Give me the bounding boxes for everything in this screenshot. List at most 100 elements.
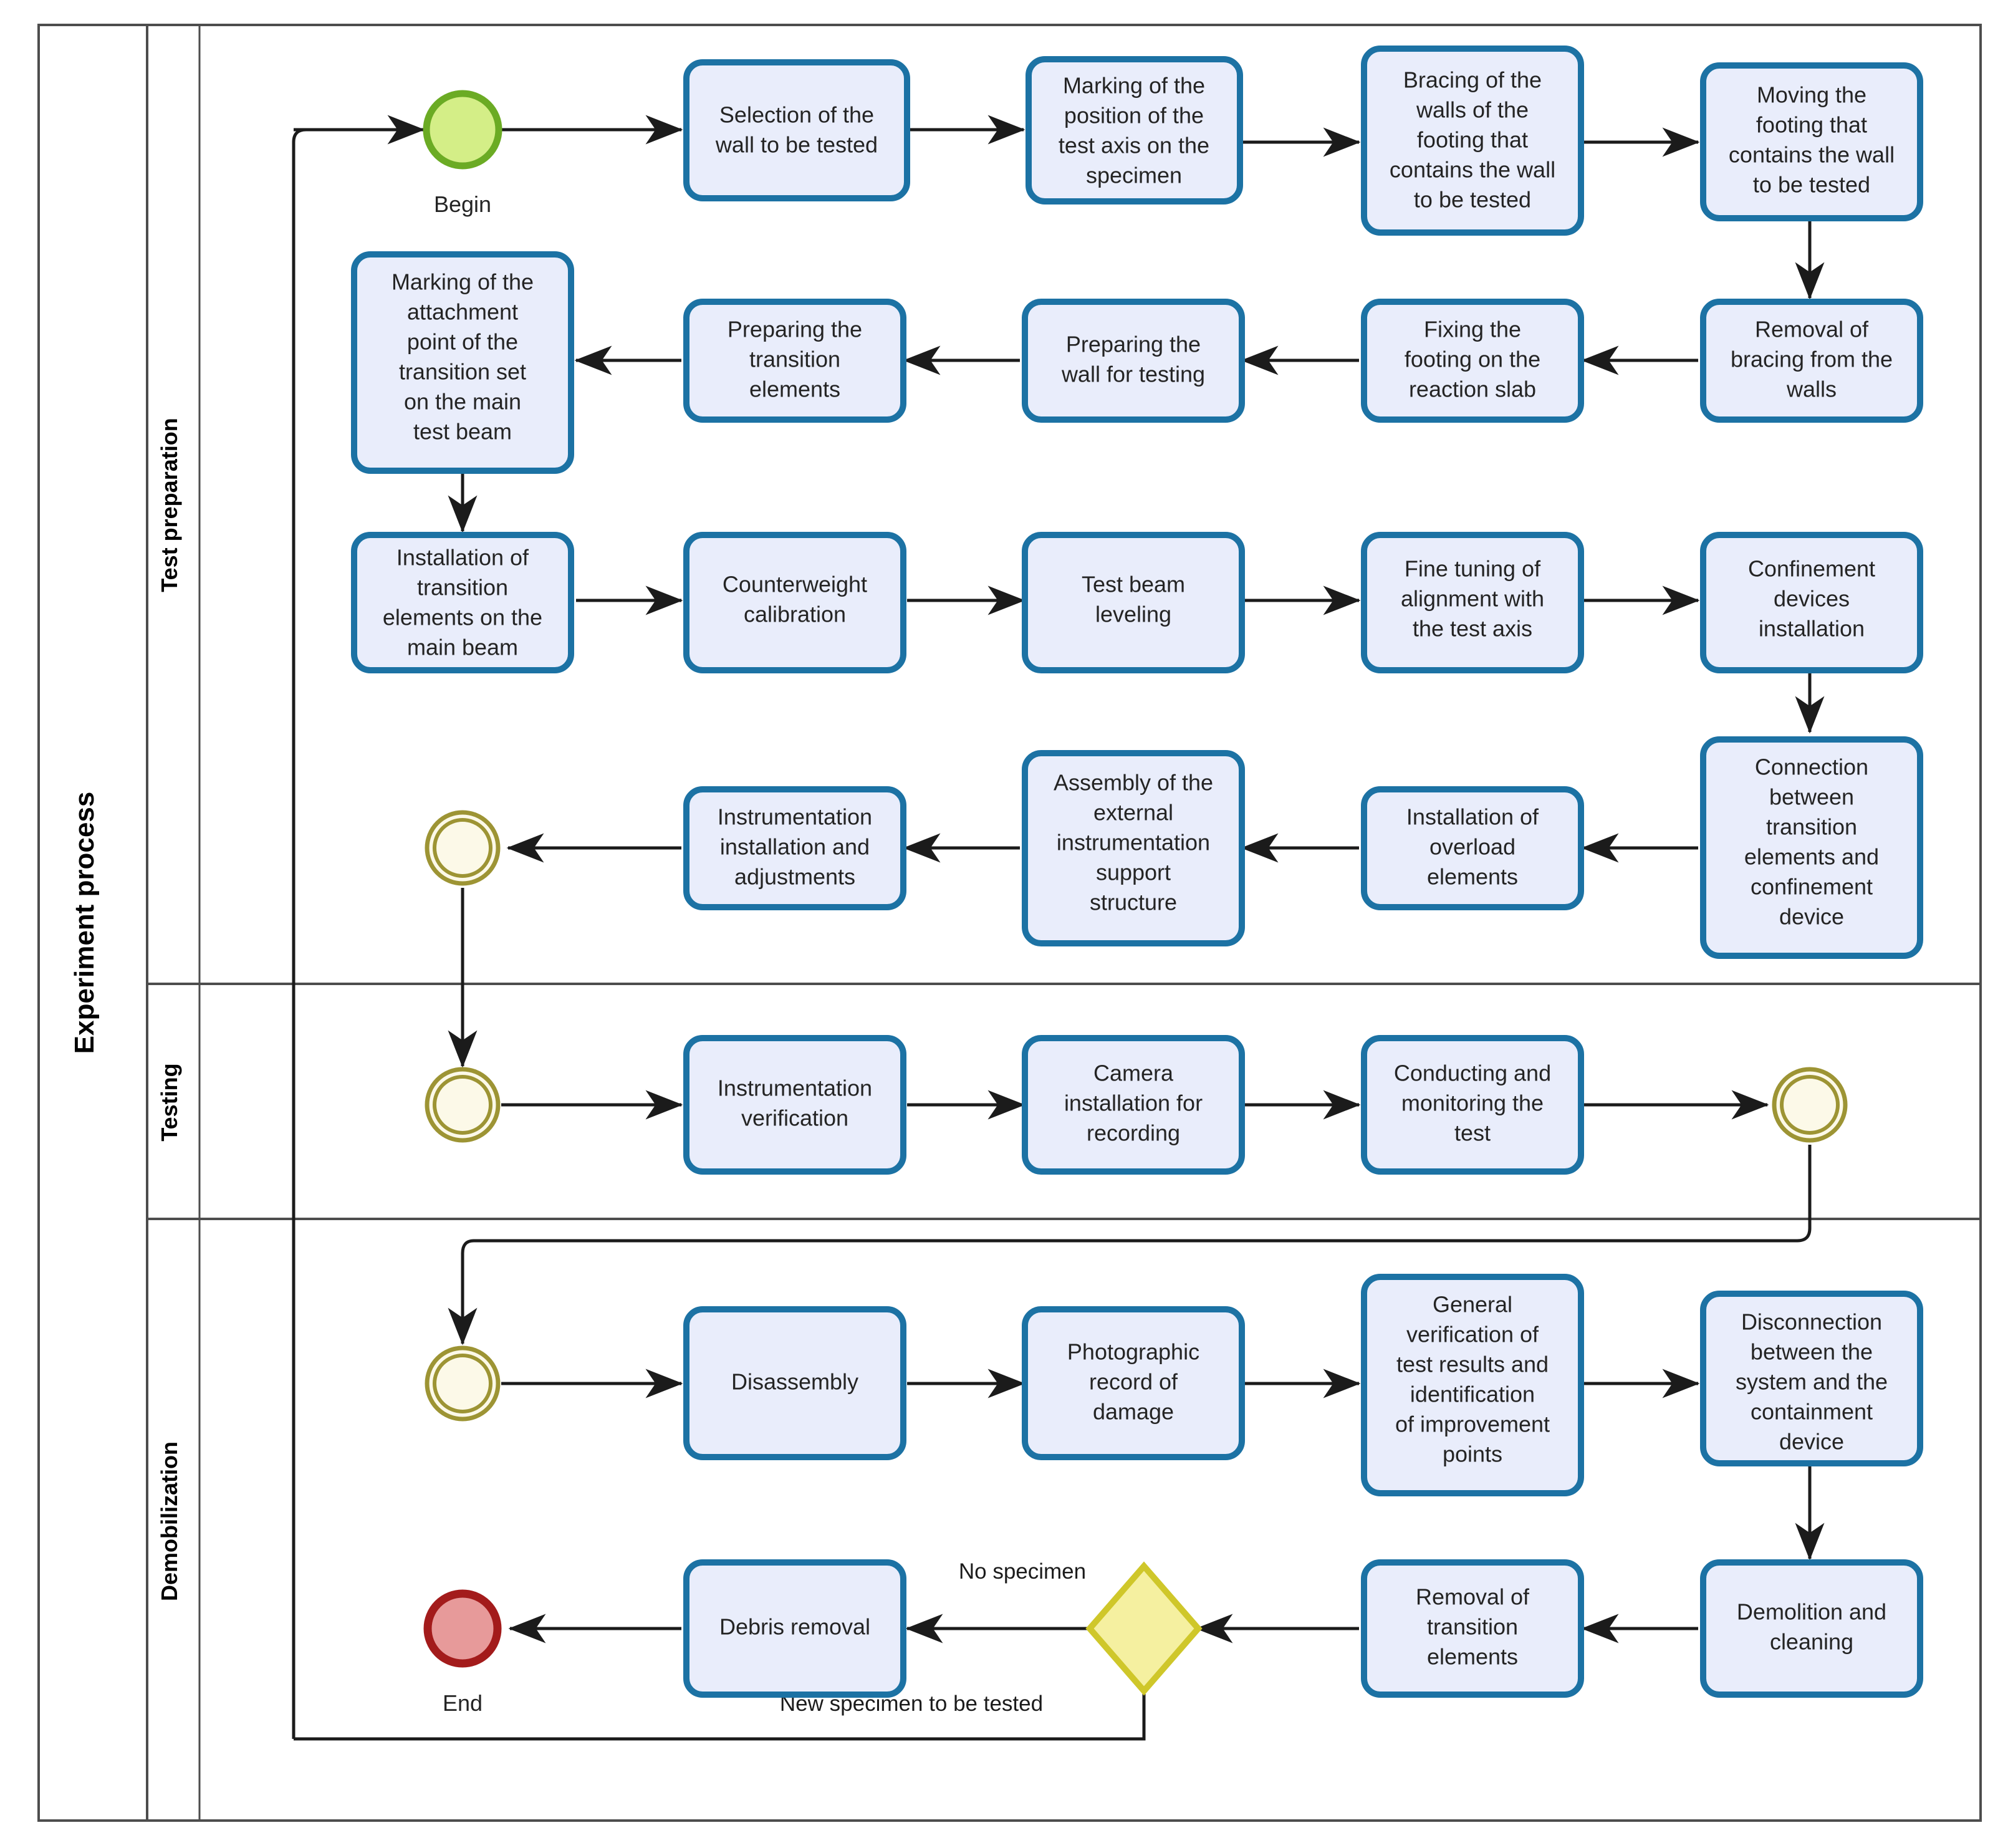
task-camera-installation[interactable]: Camera installation for recording <box>1022 1035 1245 1175</box>
task-conducting-monitoring-test[interactable]: Conducting and monitoring the test <box>1361 1035 1584 1175</box>
task-label-line: elements and <box>1744 844 1879 870</box>
intermediate-event-outer-circle[interactable] <box>425 1345 501 1422</box>
task-box[interactable] <box>1361 299 1584 423</box>
start-event-circle[interactable] <box>423 90 502 170</box>
event-link-in-demob[interactable] <box>425 1345 501 1422</box>
task-preparing-wall[interactable]: Preparing the wall for testing <box>1022 299 1245 423</box>
task-label-line: damage <box>1093 1399 1174 1425</box>
task-box[interactable] <box>1022 299 1245 423</box>
task-label-line: Counterweight <box>723 572 867 597</box>
task-label-line: reaction slab <box>1409 377 1536 402</box>
task-box[interactable] <box>683 1559 906 1698</box>
task-label-line: device <box>1779 904 1844 930</box>
task-box[interactable] <box>683 532 906 673</box>
task-box[interactable] <box>683 299 906 423</box>
task-label-line: Removal of <box>1416 1584 1530 1610</box>
task-box[interactable] <box>683 786 906 910</box>
event-link-in-test[interactable] <box>425 1067 501 1143</box>
task-label-line: test <box>1454 1120 1491 1146</box>
task-box[interactable] <box>1361 1274 1584 1496</box>
task-marking-attachment-point[interactable]: Marking of the attachment point of the t… <box>351 251 574 474</box>
task-connection-transition-confinement[interactable]: Connection between transition elements a… <box>1700 736 1923 959</box>
task-box[interactable] <box>683 59 910 201</box>
sequence-flows <box>292 115 1825 1741</box>
task-box[interactable] <box>1361 46 1584 236</box>
task-box[interactable] <box>683 1306 906 1460</box>
event-begin[interactable]: Begin <box>423 90 502 217</box>
intermediate-event-outer-circle[interactable] <box>1772 1067 1848 1143</box>
task-label-line: on the main <box>404 389 521 415</box>
task-preparing-transition-elements[interactable]: Preparing the transition elements <box>683 299 906 423</box>
task-fine-tuning-alignment[interactable]: Fine tuning of alignment with the test a… <box>1361 532 1584 673</box>
task-disconnection-system-containment[interactable]: Disconnection between the system and the… <box>1700 1291 1923 1466</box>
task-box[interactable] <box>351 532 574 673</box>
task-label-line: Assembly of the <box>1054 770 1213 796</box>
task-moving-footing[interactable]: Moving the footing that contains the wal… <box>1700 62 1923 221</box>
task-label-line: points <box>1443 1441 1502 1467</box>
lane-label-demobilization: Demobilization <box>156 1441 182 1601</box>
task-label-line: position of the <box>1064 103 1204 128</box>
task-label-line: Camera <box>1093 1061 1174 1086</box>
task-box[interactable] <box>351 251 574 474</box>
task-label-line: test results and <box>1396 1352 1549 1377</box>
task-debris-removal[interactable]: Debris removal <box>683 1559 906 1698</box>
task-general-verification[interactable]: General verification of test results and… <box>1361 1274 1584 1496</box>
task-label-line: the test axis <box>1413 616 1532 642</box>
task-instrumentation-verification[interactable]: Instrumentation verification <box>683 1035 906 1175</box>
task-box[interactable] <box>1361 1559 1584 1698</box>
task-bracing-of-walls[interactable]: Bracing of the walls of the footing that… <box>1361 46 1584 236</box>
task-box[interactable] <box>1022 532 1245 673</box>
lane-label-testing: Testing <box>156 1063 182 1141</box>
task-label-line: calibration <box>744 602 846 627</box>
task-removal-of-bracing[interactable]: Removal of bracing from the walls <box>1700 299 1923 423</box>
task-box[interactable] <box>1700 62 1923 221</box>
task-box[interactable] <box>1700 1559 1923 1698</box>
task-label-line: footing that <box>1417 127 1528 153</box>
task-box[interactable] <box>1700 736 1923 959</box>
task-box[interactable] <box>1022 1035 1245 1175</box>
task-box[interactable] <box>1700 1291 1923 1466</box>
end-event-label: End <box>443 1690 483 1716</box>
task-box[interactable] <box>1361 532 1584 673</box>
task-label-line: instrumentation <box>1057 830 1210 855</box>
flow-linkout-test-to-demob <box>448 1145 1812 1345</box>
task-box[interactable] <box>1026 56 1243 205</box>
end-event-circle[interactable] <box>423 1589 502 1668</box>
task-box[interactable] <box>1361 786 1584 910</box>
task-disassembly[interactable]: Disassembly <box>683 1306 906 1460</box>
task-box[interactable] <box>683 1035 906 1175</box>
task-demolition-cleaning[interactable]: Demolition and cleaning <box>1700 1559 1923 1698</box>
task-instrumentation-installation-adjustments[interactable]: Instrumentation installation and adjustm… <box>683 786 906 910</box>
task-box[interactable] <box>1700 299 1923 423</box>
event-link-out-prep[interactable] <box>425 810 501 886</box>
task-removal-transition-elements[interactable]: Removal of transition elements <box>1361 1559 1584 1698</box>
task-installation-transition-main-beam[interactable]: Installation of transition elements on t… <box>351 532 574 673</box>
task-label-line: devices <box>1774 586 1850 612</box>
task-label-line: Installation of <box>1406 804 1539 830</box>
task-confinement-devices-installation[interactable]: Confinement devices installation <box>1700 532 1923 673</box>
task-box[interactable] <box>1700 532 1923 673</box>
task-installation-overload-elements[interactable]: Installation of overload elements <box>1361 786 1584 910</box>
event-link-out-test[interactable] <box>1772 1067 1848 1143</box>
task-box[interactable] <box>1022 750 1245 946</box>
task-counterweight-calibration[interactable]: Counterweight calibration <box>683 532 906 673</box>
task-selection-of-wall[interactable]: Selection of the wall to be tested <box>683 59 910 201</box>
gateway-specimen[interactable] <box>1085 1561 1203 1696</box>
task-assembly-external-instrumentation[interactable]: Assembly of the external instrumentation… <box>1022 750 1245 946</box>
task-box[interactable] <box>1361 1035 1584 1175</box>
task-label-line: Instrumentation <box>718 804 872 830</box>
task-label-line: Selection of the <box>719 102 874 128</box>
exclusive-gateway-diamond[interactable] <box>1085 1561 1203 1696</box>
start-event-label: Begin <box>434 191 491 217</box>
task-label-line: transition <box>417 575 508 600</box>
task-label-line: identification <box>1410 1382 1535 1407</box>
event-end[interactable]: End <box>423 1589 502 1716</box>
task-fixing-footing[interactable]: Fixing the footing on the reaction slab <box>1361 299 1584 423</box>
intermediate-event-outer-circle[interactable] <box>425 810 501 886</box>
intermediate-event-outer-circle[interactable] <box>425 1067 501 1143</box>
task-marking-test-axis[interactable]: Marking of the position of the test axis… <box>1026 56 1243 205</box>
task-photographic-record[interactable]: Photographic record of damage <box>1022 1306 1245 1460</box>
task-test-beam-leveling[interactable]: Test beam leveling <box>1022 532 1245 673</box>
task-box[interactable] <box>1022 1306 1245 1460</box>
